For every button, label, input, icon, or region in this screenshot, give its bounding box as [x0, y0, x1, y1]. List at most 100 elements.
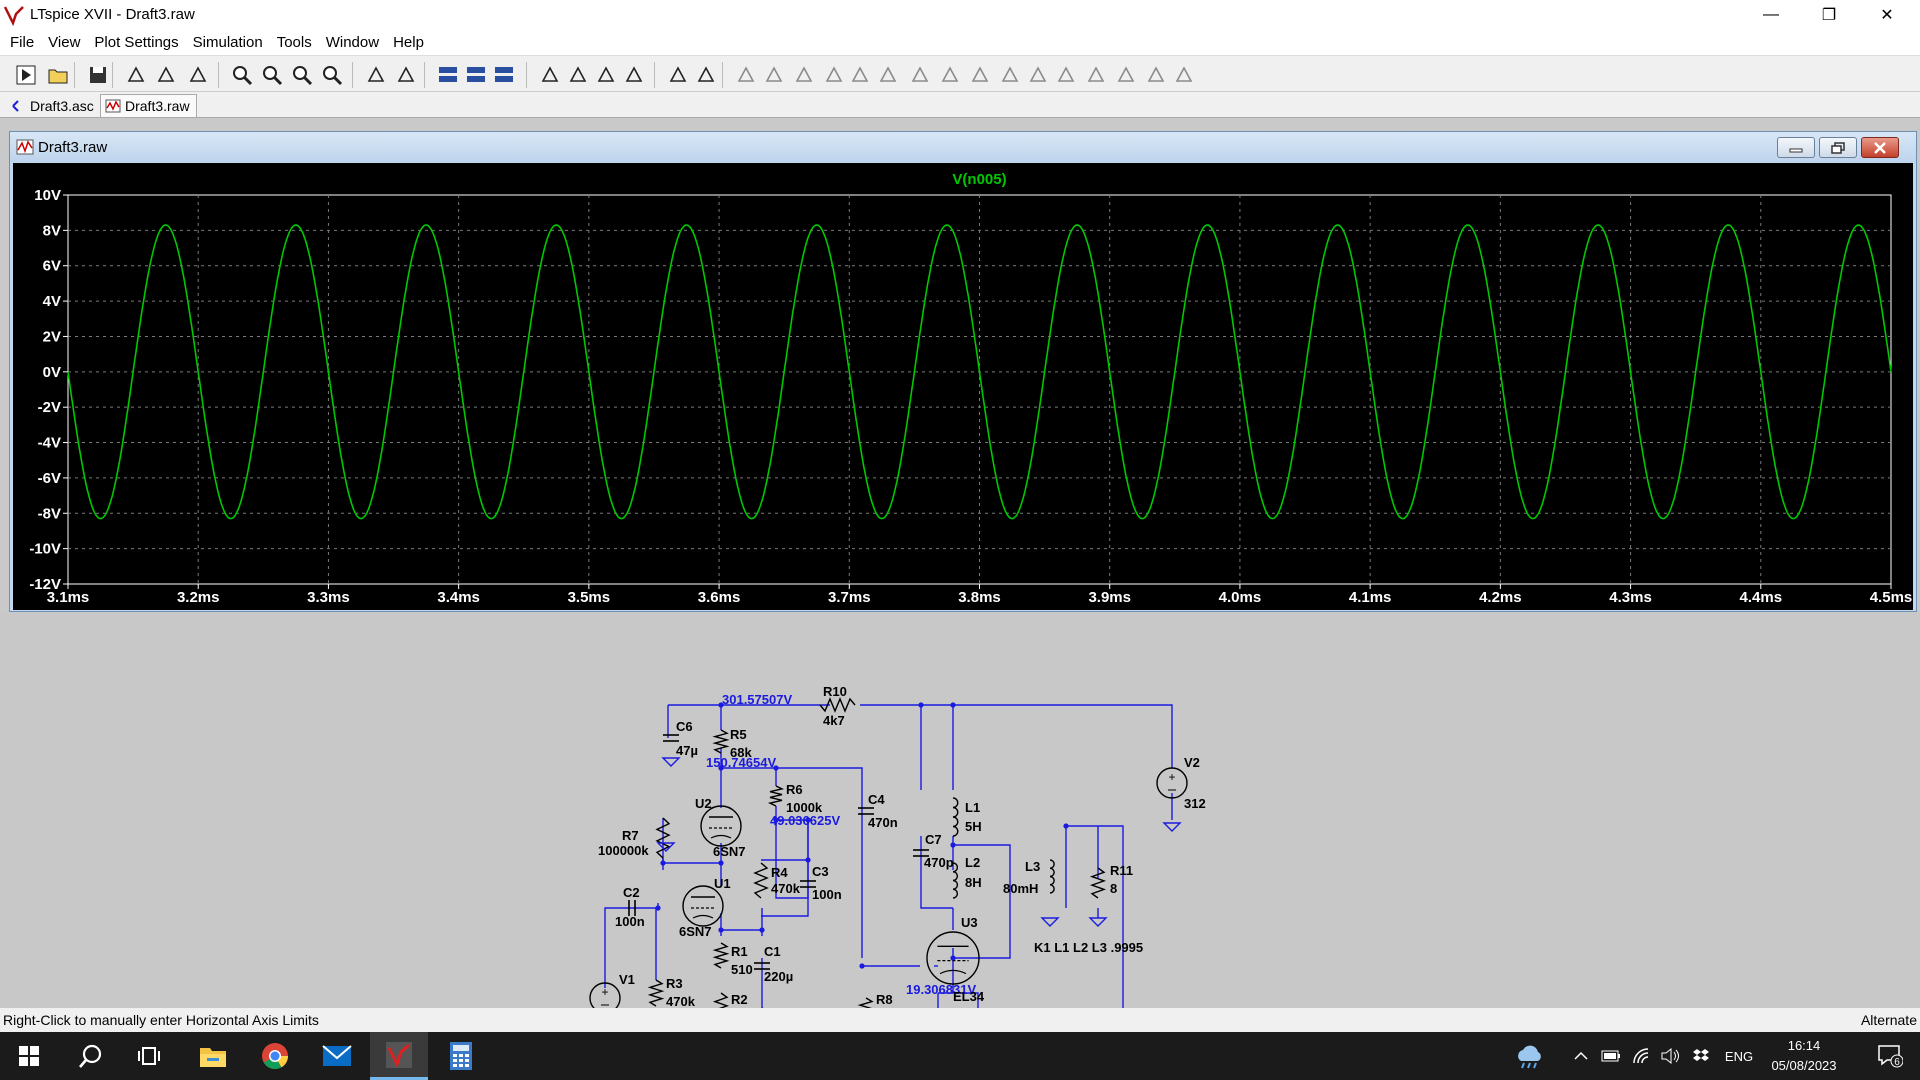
mirror-icon[interactable]: [1112, 61, 1140, 89]
schematic-label-r4v[interactable]: 470k: [771, 881, 801, 896]
capacitor-c3[interactable]: [800, 880, 816, 888]
schematic-label-u1[interactable]: U1: [714, 876, 731, 891]
battery-icon[interactable]: [1598, 1032, 1624, 1080]
schematic-label-u2v[interactable]: 6SN7: [713, 844, 746, 859]
capacitor-c6[interactable]: [663, 734, 679, 742]
notification-center-icon[interactable]: 6: [1868, 1032, 1912, 1080]
pan-hand-icon[interactable]: [184, 61, 212, 89]
control-panel-icon[interactable]: [122, 61, 150, 89]
open-icon[interactable]: [44, 61, 72, 89]
inductor-l2[interactable]: [952, 862, 959, 899]
resistor-r10[interactable]: [819, 697, 856, 713]
minimize-button[interactable]: —: [1763, 5, 1779, 23]
schematic-label-r11[interactable]: R11: [1110, 863, 1133, 878]
schematic-label-r6v[interactable]: 1000k: [786, 800, 823, 815]
rotate-icon[interactable]: [1082, 61, 1110, 89]
autorange-icon[interactable]: [362, 61, 390, 89]
volume-icon[interactable]: [1658, 1032, 1684, 1080]
clock[interactable]: 16:14 05/08/2023: [1760, 1036, 1848, 1076]
schematic-label-r7[interactable]: R7: [622, 828, 639, 843]
menu-plot-settings[interactable]: Plot Settings: [94, 33, 179, 51]
label-net-icon[interactable]: [790, 61, 818, 89]
schematic-label-r11v[interactable]: 8: [1110, 881, 1117, 896]
start-icon[interactable]: [0, 1032, 58, 1080]
schematic-label-n3[interactable]: 49.036625V: [770, 813, 840, 828]
undo-icon[interactable]: [1024, 61, 1052, 89]
schematic-label-c3[interactable]: C3: [812, 864, 829, 879]
schematic-label-u3v[interactable]: EL34: [953, 989, 985, 1004]
weather-icon[interactable]: [1508, 1032, 1550, 1080]
schematic-label-c3v[interactable]: 100n: [812, 887, 842, 902]
schematic-label-r3[interactable]: R3: [666, 976, 683, 991]
language-indicator[interactable]: ENG: [1724, 1048, 1754, 1064]
maximize-button[interactable]: ❐: [1821, 6, 1837, 24]
schematic-label-r8[interactable]: R8: [876, 992, 893, 1007]
plot-close-button[interactable]: [1861, 137, 1899, 158]
schematic-label-r10[interactable]: R10: [823, 684, 847, 699]
schematic-label-u2[interactable]: U2: [695, 796, 712, 811]
tab-draft3-raw[interactable]: Draft3.raw: [100, 94, 197, 117]
move-icon[interactable]: [966, 61, 994, 89]
zoom-out-icon[interactable]: [258, 61, 286, 89]
component-icon[interactable]: [936, 61, 964, 89]
schematic-label-l1v[interactable]: 5H: [965, 819, 982, 834]
chevron-up-icon[interactable]: [1568, 1032, 1594, 1080]
tube-u2[interactable]: [700, 805, 742, 847]
draw-wire-icon[interactable]: [732, 61, 760, 89]
schematic-label-r3v[interactable]: 470k: [666, 994, 696, 1009]
spice-directive-icon[interactable]: [1170, 61, 1198, 89]
schematic-label-r6[interactable]: R6: [786, 782, 803, 797]
schematic-label-n2[interactable]: 150.74654V: [706, 755, 776, 770]
cascade-icon[interactable]: [462, 61, 490, 89]
schematic-label-n4[interactable]: 19.306831V: [906, 982, 976, 997]
chrome-icon[interactable]: [246, 1032, 304, 1080]
tab-draft3-asc[interactable]: Draft3.asc: [6, 94, 100, 117]
schematic-label-l2v[interactable]: 8H: [965, 875, 982, 890]
inductor-l3[interactable]: [1049, 859, 1055, 894]
drag-icon[interactable]: [996, 61, 1024, 89]
zoom-in-icon[interactable]: [228, 61, 256, 89]
inductor-l1[interactable]: [952, 797, 959, 837]
schematic-label-c7[interactable]: C7: [925, 832, 942, 847]
close-button[interactable]: ✕: [1880, 6, 1894, 24]
resistor-r1[interactable]: [712, 942, 730, 969]
resistor-r7[interactable]: [655, 817, 671, 859]
resistor-r5[interactable]: [712, 729, 730, 754]
schematic-label-u1v[interactable]: 6SN7: [679, 924, 712, 939]
cut-icon[interactable]: [536, 61, 564, 89]
zoom-area-icon[interactable]: [288, 61, 316, 89]
schematic-label-r7v[interactable]: 100000k: [598, 843, 649, 858]
plot-restore-button[interactable]: [1819, 137, 1857, 158]
menu-help[interactable]: Help: [393, 33, 424, 51]
schematic-label-c7v[interactable]: 470p: [924, 855, 954, 870]
mail-icon[interactable]: [308, 1032, 366, 1080]
schematic-label-r4[interactable]: R4: [771, 865, 788, 880]
resistor-icon[interactable]: [820, 61, 848, 89]
print-preview-icon[interactable]: [692, 61, 720, 89]
capacitor-c7[interactable]: [913, 849, 929, 857]
halt-icon[interactable]: [152, 61, 180, 89]
menu-file[interactable]: File: [10, 33, 35, 51]
pick-visible-traces-icon[interactable]: [392, 61, 420, 89]
resistor-r6[interactable]: [767, 785, 785, 807]
paste-icon[interactable]: [592, 61, 620, 89]
ltspice-icon[interactable]: [370, 1032, 428, 1080]
schematic-label-c2[interactable]: C2: [623, 885, 640, 900]
run-icon[interactable]: [12, 61, 40, 89]
schematic-label-c4[interactable]: C4: [868, 792, 885, 807]
schematic-label-c1v[interactable]: 220µ: [764, 969, 793, 984]
schematic-label-c1[interactable]: C1: [764, 944, 781, 959]
capacitor-c2[interactable]: [628, 900, 636, 916]
schematic-label-r1v[interactable]: 510: [731, 962, 753, 977]
resistor-r4[interactable]: [753, 862, 769, 899]
schematic-label-r5v[interactable]: 68k: [730, 745, 752, 760]
schematic-label-r2[interactable]: R2: [731, 992, 748, 1007]
print-icon[interactable]: [664, 61, 692, 89]
copy-icon[interactable]: [564, 61, 592, 89]
tile-horizontal-icon[interactable]: [434, 61, 462, 89]
schematic-label-c4v[interactable]: 470n: [868, 815, 898, 830]
schematic-label-c2v[interactable]: 100n: [615, 914, 645, 929]
capacitor-icon[interactable]: [846, 61, 874, 89]
schematic-label-l1[interactable]: L1: [965, 800, 980, 815]
